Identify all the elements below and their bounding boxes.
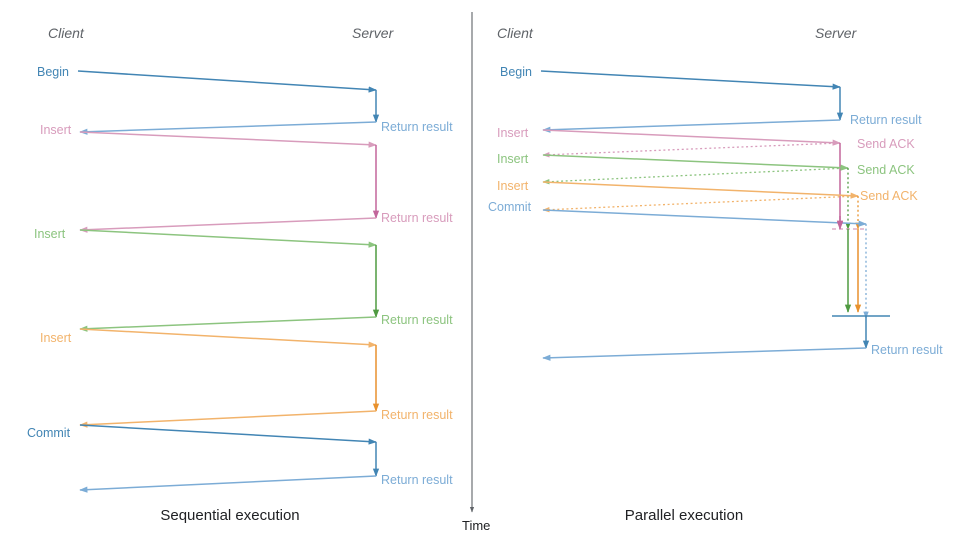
message-label-insert1-request: Insert — [40, 123, 72, 137]
message-line — [542, 209, 867, 227]
message-label-insert1-request: Insert — [497, 126, 529, 140]
message-label-insert2-return-result: Return result — [381, 313, 453, 327]
message-label-begin-return-result: Return result — [850, 113, 922, 127]
message-line — [542, 119, 841, 133]
message-line — [542, 142, 841, 158]
message-label-insert1-return-result: Return result — [381, 211, 453, 225]
message-line — [79, 475, 377, 493]
message-insert1-return-result: Return result — [79, 211, 453, 233]
message-line — [542, 167, 849, 185]
time-axis-label: Time — [462, 518, 490, 533]
message-line — [79, 229, 377, 248]
lane-title-server: Server — [352, 25, 395, 41]
message-label-commit-return-result: Return result — [871, 343, 943, 357]
message-line — [79, 424, 377, 445]
message-label-insert2-request: Insert — [34, 227, 66, 241]
message-insert3-return-result: Return result — [79, 408, 453, 428]
panel-caption-parallel: Parallel execution — [625, 507, 743, 524]
message-begin-return-result: Return result — [79, 120, 453, 135]
message-line — [542, 347, 867, 361]
message-line — [77, 70, 377, 93]
lane-title-client: Client — [48, 25, 85, 41]
message-begin-request: Begin — [500, 65, 841, 90]
message-line — [79, 316, 377, 332]
message-label-insert2-request: Insert — [497, 152, 529, 166]
message-insert3-send-ack: Send ACK — [542, 189, 918, 213]
message-commit-return-result: Return result — [542, 343, 943, 361]
message-label-insert3-return-result: Return result — [381, 408, 453, 422]
message-commit-request: Commit — [27, 424, 377, 445]
message-label-insert2-send-ack: Send ACK — [857, 163, 915, 177]
message-line — [540, 70, 841, 90]
message-insert2-request: Insert — [497, 152, 849, 171]
message-begin-request: Begin — [37, 65, 377, 93]
message-line — [79, 121, 377, 135]
message-label-insert1-send-ack: Send ACK — [857, 137, 915, 151]
message-begin-return-result: Return result — [542, 113, 922, 133]
message-insert1-request: Insert — [40, 123, 377, 148]
message-insert1-send-ack: Send ACK — [542, 137, 915, 158]
message-commit-request: Commit — [488, 200, 867, 227]
message-insert3-request: Insert — [40, 328, 377, 348]
message-label-begin-request: Begin — [500, 65, 532, 79]
message-label-commit-return-result: Return result — [381, 473, 453, 487]
message-insert2-request: Insert — [34, 227, 377, 248]
message-insert1-request: Insert — [497, 126, 841, 146]
message-label-commit-request: Commit — [27, 426, 71, 440]
message-line — [542, 181, 859, 199]
message-label-begin-request: Begin — [37, 65, 69, 79]
time-axis-layer: Time — [462, 12, 490, 533]
message-insert3-request: Insert — [497, 179, 859, 199]
lane-title-server: Server — [815, 25, 858, 41]
message-line — [542, 195, 859, 213]
message-line — [79, 328, 377, 348]
message-line — [542, 154, 849, 171]
message-insert2-send-ack: Send ACK — [542, 163, 915, 185]
message-line — [79, 410, 377, 428]
message-label-insert3-send-ack: Send ACK — [860, 189, 918, 203]
lane-title-client: Client — [497, 25, 534, 41]
message-line — [542, 129, 841, 146]
message-line — [79, 217, 377, 233]
message-label-insert3-request: Insert — [497, 179, 529, 193]
message-commit-return-result: Return result — [79, 473, 453, 493]
message-label-commit-request: Commit — [488, 200, 532, 214]
message-label-insert3-request: Insert — [40, 331, 72, 345]
panel-caption-sequential: Sequential execution — [160, 507, 299, 524]
message-insert2-return-result: Return result — [79, 313, 453, 332]
message-label-begin-return-result: Return result — [381, 120, 453, 134]
time-axis: Time — [462, 12, 490, 533]
message-line — [79, 131, 377, 148]
